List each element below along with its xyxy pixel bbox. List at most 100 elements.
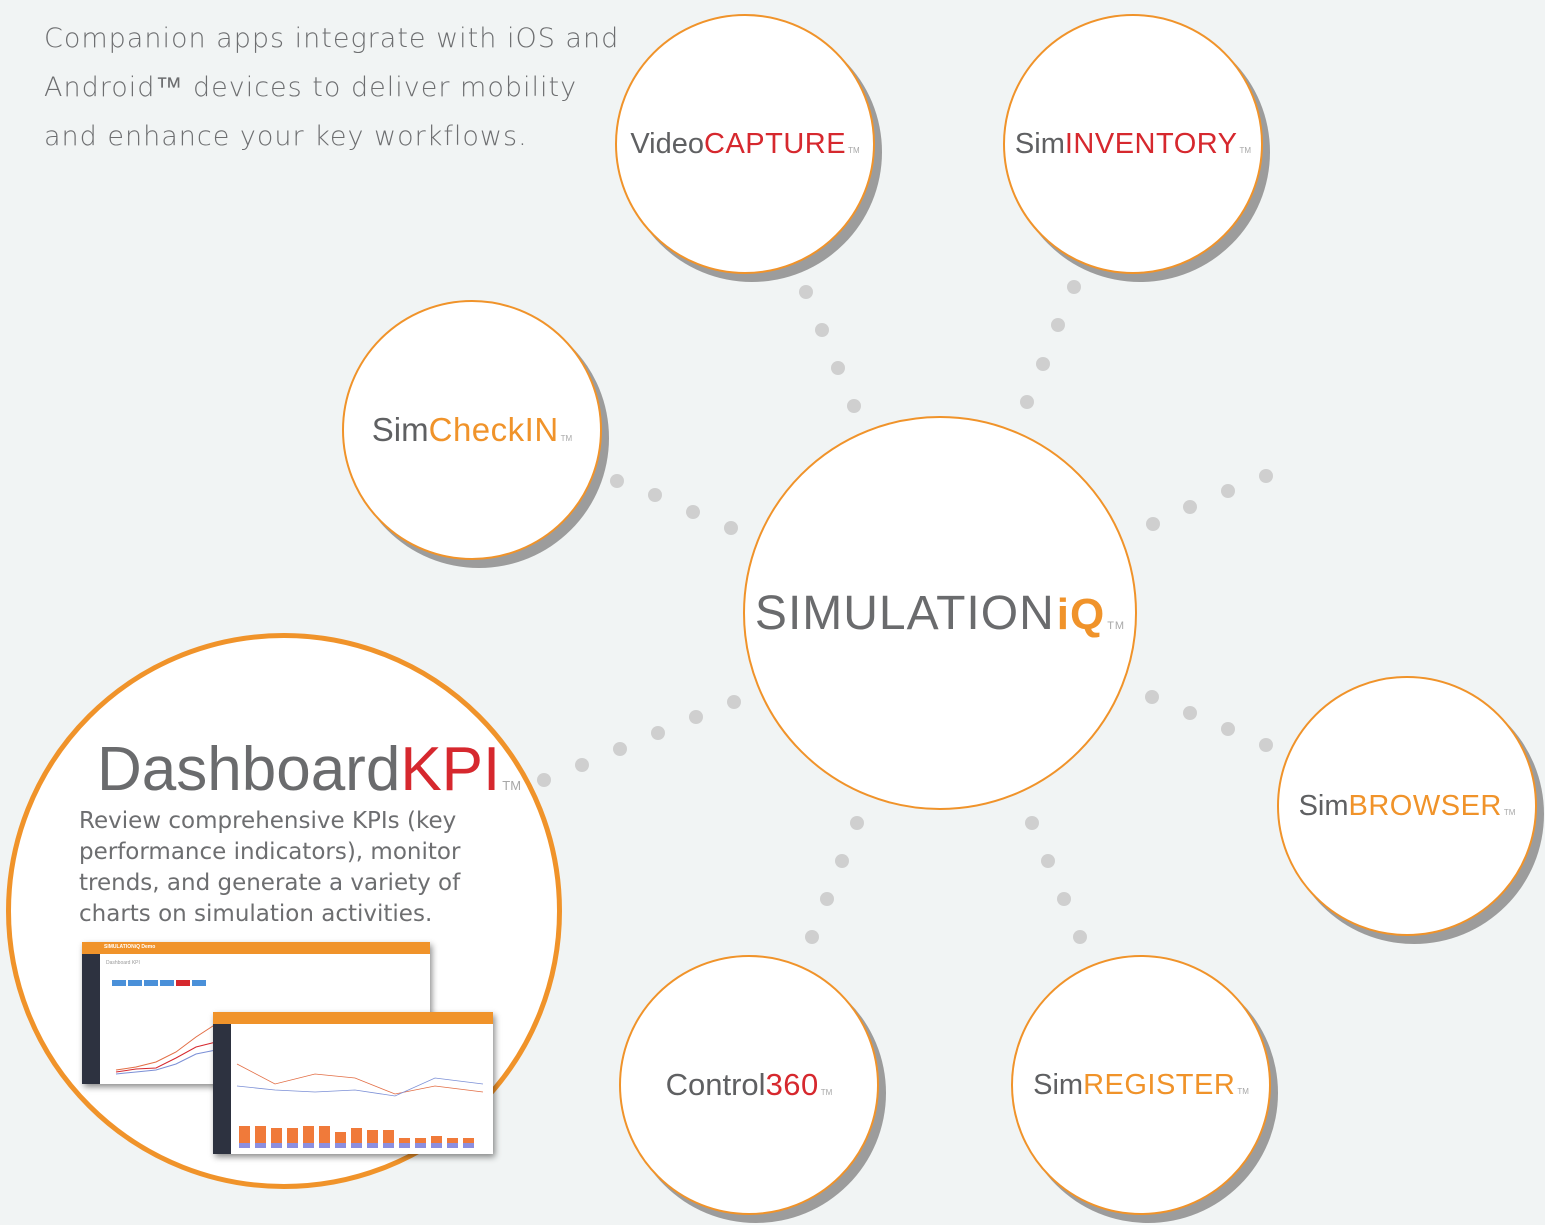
screenshot-bar-base bbox=[255, 1143, 266, 1148]
screenshot-bar bbox=[255, 1126, 266, 1143]
connector-dot bbox=[686, 505, 700, 519]
siminventory-node[interactable]: Sim INVENTORY TM bbox=[1003, 14, 1263, 274]
screenshot-bar bbox=[239, 1126, 250, 1143]
desc-line: performance indicators), monitor bbox=[79, 839, 461, 865]
app-tm: TM bbox=[1503, 807, 1516, 817]
dashboardkpi-logo: Dashboard KPI TM bbox=[97, 734, 521, 805]
screenshot-bar bbox=[431, 1136, 442, 1143]
app-prefix: Sim bbox=[1014, 127, 1065, 160]
connector-dot bbox=[1146, 517, 1160, 531]
connector-dot bbox=[727, 695, 741, 709]
connector-dot bbox=[575, 758, 589, 772]
simulationiq-logo: SIMULATION iQ TM bbox=[755, 586, 1125, 641]
simulationiq-hub[interactable]: SIMULATION iQ TM bbox=[743, 416, 1137, 810]
screenshot-bar bbox=[351, 1128, 362, 1143]
connector-dot bbox=[850, 816, 864, 830]
hub-tm: TM bbox=[1107, 619, 1126, 632]
connector-dot bbox=[1051, 318, 1065, 332]
connector-dot bbox=[1073, 930, 1087, 944]
screenshot-sidebar bbox=[82, 954, 100, 1084]
connector-dot bbox=[651, 726, 665, 740]
screenshot-bar-base bbox=[447, 1143, 458, 1148]
app-prefix: Video bbox=[630, 127, 704, 160]
screenshot-bar-base bbox=[335, 1143, 346, 1148]
app-tm: TM bbox=[1237, 1086, 1249, 1096]
screenshot-bar bbox=[463, 1138, 474, 1143]
app-tm: TM bbox=[560, 434, 573, 443]
screenshot-bar bbox=[399, 1138, 410, 1143]
screenshot-sidebar bbox=[213, 1024, 231, 1154]
app-tm: TM bbox=[848, 145, 860, 155]
screenshot-bar bbox=[447, 1138, 458, 1143]
connector-dot bbox=[1259, 738, 1273, 752]
hub-prefix: SIMULATION bbox=[754, 586, 1055, 640]
connector-dot bbox=[648, 488, 662, 502]
app-accent: BROWSER bbox=[1348, 789, 1502, 822]
connector-dot bbox=[1221, 484, 1235, 498]
screenshot-header-bar bbox=[82, 942, 430, 954]
app-prefix: Control bbox=[665, 1067, 766, 1102]
connector-dot bbox=[1183, 706, 1197, 720]
connector-dot bbox=[1057, 892, 1071, 906]
control360-logo: Control 360 TM bbox=[666, 1067, 833, 1103]
screenshot-bar-base bbox=[239, 1143, 250, 1148]
connector-dot bbox=[724, 521, 738, 535]
screenshot-controls bbox=[112, 980, 206, 986]
intro-text: Companion apps integrate with iOS and An… bbox=[44, 14, 644, 161]
screenshot-bar bbox=[271, 1128, 282, 1143]
connector-dot bbox=[835, 854, 849, 868]
screenshot-bar-base bbox=[399, 1143, 410, 1148]
screenshot-bar bbox=[415, 1138, 426, 1143]
app-accent: INVENTORY bbox=[1064, 127, 1238, 160]
screenshot-bar-base bbox=[287, 1143, 298, 1148]
screenshot-bar-base bbox=[351, 1143, 362, 1148]
connector-dot bbox=[1041, 854, 1055, 868]
screenshot-bar-base bbox=[383, 1143, 394, 1148]
connector-dot bbox=[831, 361, 845, 375]
screenshot-bar-base bbox=[367, 1143, 378, 1148]
app-accent: CAPTURE bbox=[704, 127, 847, 160]
app-tm: TM bbox=[1239, 145, 1252, 155]
dashboard-screenshot-front bbox=[213, 1012, 493, 1154]
screenshot-header-bar bbox=[213, 1012, 493, 1024]
desc-line: charts on simulation activities. bbox=[79, 901, 433, 927]
desc-line: trends, and generate a variety of bbox=[79, 870, 461, 896]
screenshot-bar bbox=[287, 1128, 298, 1143]
connector-dot bbox=[1020, 395, 1034, 409]
simbrowser-logo: Sim BROWSER TM bbox=[1299, 790, 1516, 823]
screenshot-bar-base bbox=[319, 1143, 330, 1148]
connector-dot bbox=[820, 892, 834, 906]
screenshot-line-chart bbox=[236, 1063, 484, 1097]
dashboard-accent: KPI bbox=[400, 735, 501, 804]
simregister-node[interactable]: Sim REGISTER TM bbox=[1011, 955, 1271, 1215]
connector-dot bbox=[799, 285, 813, 299]
connector-dot bbox=[1221, 722, 1235, 736]
screenshot-bar-base bbox=[463, 1143, 474, 1148]
videocapture-node[interactable]: Video CAPTURE TM bbox=[615, 14, 875, 274]
hub-iq-mark: iQ bbox=[1056, 589, 1106, 639]
screenshot-bar-base bbox=[303, 1143, 314, 1148]
connector-dot bbox=[613, 742, 627, 756]
simcheckin-node[interactable]: Sim CheckIN TM bbox=[342, 300, 602, 560]
videocapture-logo: Video CAPTURE TM bbox=[630, 128, 859, 161]
screenshot-bar bbox=[367, 1130, 378, 1143]
dashboard-description: Review comprehensive KPIs (key performan… bbox=[79, 806, 499, 930]
simbrowser-node[interactable]: Sim BROWSER TM bbox=[1277, 676, 1537, 936]
control360-node[interactable]: Control 360 TM bbox=[619, 955, 879, 1215]
screenshot-line-chart bbox=[115, 1023, 217, 1075]
screenshot-bar bbox=[303, 1126, 314, 1143]
screenshot-title: SIMULATIONiQ Demo bbox=[104, 944, 156, 950]
connector-dot bbox=[815, 323, 829, 337]
simcheckin-logo: Sim CheckIN TM bbox=[372, 411, 572, 449]
screenshot-bar-base bbox=[271, 1143, 282, 1148]
connector-dot bbox=[537, 773, 551, 787]
screenshot-bar bbox=[319, 1126, 330, 1143]
app-prefix: Sim bbox=[371, 411, 429, 448]
connector-dot bbox=[1259, 469, 1273, 483]
app-accent: CheckIN bbox=[428, 411, 559, 448]
app-prefix: Sim bbox=[1033, 1068, 1084, 1101]
screenshot-bar-base bbox=[415, 1143, 426, 1148]
connector-dot bbox=[805, 930, 819, 944]
app-accent: REGISTER bbox=[1083, 1068, 1236, 1101]
